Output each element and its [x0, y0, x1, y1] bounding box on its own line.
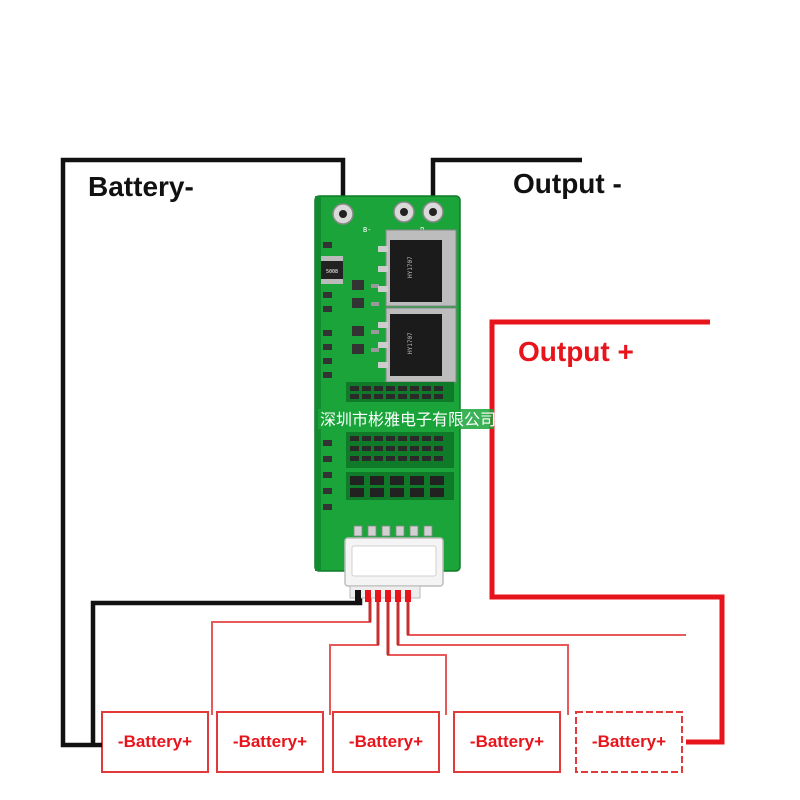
battery-cell-5-label: -Battery+: [592, 732, 666, 751]
bms-board: B- P- 5008: [314, 195, 496, 572]
mosfet-2: HY1707: [378, 307, 457, 383]
balance-connector: [344, 537, 444, 602]
mosfet-2-code: HY1707: [407, 332, 414, 354]
battery-negative-label: Battery-: [88, 171, 194, 202]
terminal-pads: B- P-: [332, 201, 444, 234]
board-watermark: 深圳市彬雅电子有限公司: [320, 410, 496, 429]
output-positive-label: Output +: [518, 336, 634, 367]
battery-cell-1-label: -Battery+: [118, 732, 192, 751]
red-wires: [489, 319, 725, 745]
connector-red-wires: [365, 590, 411, 602]
component-array: [323, 382, 454, 510]
battery-cell-3: -Battery+: [332, 711, 440, 773]
balance-wire-1: [211, 598, 371, 715]
mosfet-1-code: HY1707: [407, 256, 414, 278]
resistor-code: 5008: [326, 269, 338, 275]
balance-wires: [211, 598, 686, 715]
pad-b-label: B-: [363, 226, 371, 234]
battery-cell-2-label: -Battery+: [233, 732, 307, 751]
battery-cell-2: -Battery+: [216, 711, 324, 773]
balance-header-pins: [353, 525, 433, 537]
battery-row: -Battery+ -Battery+ -Battery+ -Battery+ …: [101, 711, 683, 773]
output-negative-label: Output -: [513, 168, 622, 199]
battery-cell-3-label: -Battery+: [349, 732, 423, 751]
sense-resistor: 5008: [321, 256, 343, 284]
output-negative-wire: [430, 157, 582, 212]
small-components-top: [323, 242, 379, 378]
output-positive-wire: [489, 319, 725, 745]
connector-black-wire: [355, 590, 361, 602]
mosfet-1: HY1707: [378, 229, 457, 307]
balance-wire-5: [407, 598, 686, 636]
battery-cell-1: -Battery+: [101, 711, 209, 773]
battery-cell-5: -Battery+: [575, 711, 683, 773]
battery-cell-4-label: -Battery+: [470, 732, 544, 751]
balance-wire-4: [397, 598, 569, 715]
battery-cell-4: -Battery+: [453, 711, 561, 773]
battery-negative-wire: [60, 157, 346, 748]
